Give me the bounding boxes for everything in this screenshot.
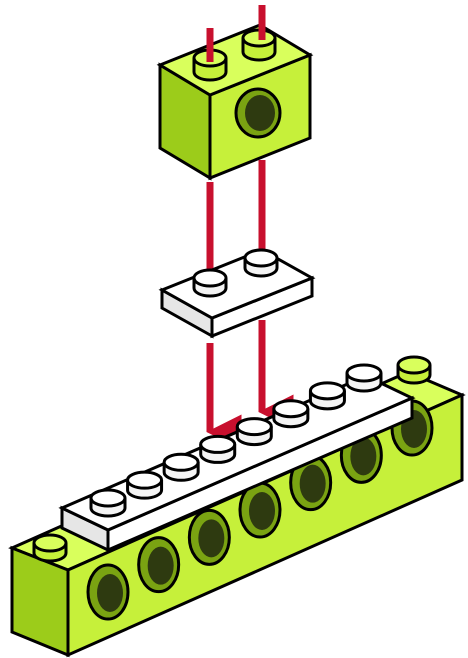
stud (192, 268, 228, 298)
stud (126, 470, 164, 500)
stud (199, 434, 237, 464)
stud (308, 381, 346, 411)
stud (235, 417, 273, 447)
stud (272, 399, 310, 429)
pin-hole (86, 563, 130, 621)
pin-hole (187, 508, 231, 566)
stud (32, 533, 68, 563)
pin-hole (137, 536, 181, 594)
plate-1x2 (158, 248, 316, 339)
stud (396, 355, 432, 385)
stud (162, 452, 200, 482)
stud (345, 363, 383, 393)
plate-1x8 (58, 363, 416, 553)
pin-hole (234, 87, 282, 139)
pin-hole (289, 454, 333, 512)
stud (89, 488, 127, 518)
technic-brick-1x2 (156, 23, 314, 181)
stud (243, 248, 279, 278)
